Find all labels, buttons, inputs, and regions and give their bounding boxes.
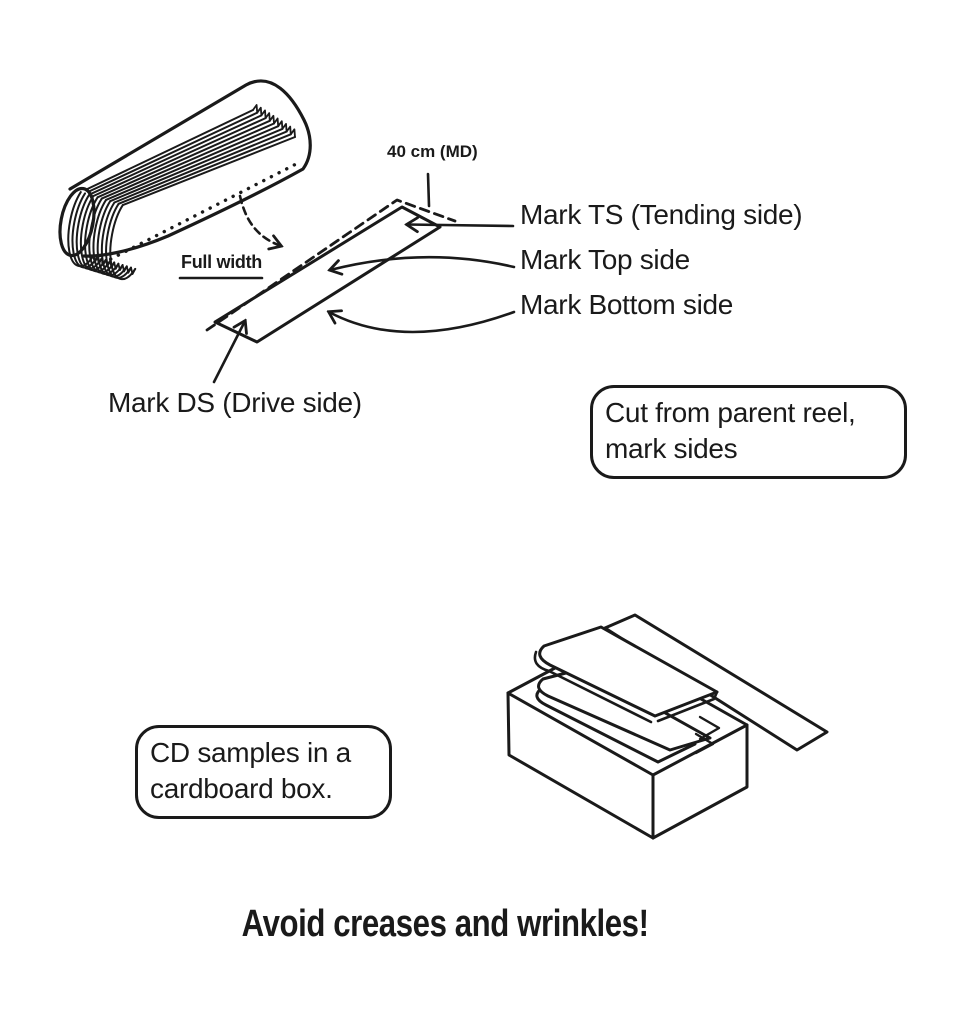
dimension-pointer-line <box>426 172 431 208</box>
full-width-label: Full width <box>181 252 262 272</box>
cut-callout-line1: Cut from parent reel, <box>605 397 856 428</box>
sheet-1-right-under-edge <box>656 690 719 723</box>
cd-callout-line1: CD samples in a <box>150 737 351 768</box>
mark-tending-side-label: Mark TS (Tending side) <box>520 199 803 230</box>
box-right-face <box>651 723 749 840</box>
mark-drive-side-label: Mark DS (Drive side) <box>108 387 362 418</box>
dimension-label: 40 cm (MD) <box>387 142 478 161</box>
leader-lines <box>178 172 516 384</box>
cut-from-reel-callout: Cut from parent reel, mark sides <box>590 385 907 479</box>
tending-side-arrow <box>407 225 515 227</box>
cd-callout-line2: cardboard box. <box>150 773 333 804</box>
drive-side-arrow <box>212 321 245 384</box>
cut-callout-line2: mark sides <box>605 433 738 464</box>
bottom-side-arrow <box>329 312 516 334</box>
mark-top-side-label: Mark Top side <box>520 244 690 275</box>
reel-cut-dotted-line <box>101 160 302 265</box>
reel-serration-top <box>252 104 296 138</box>
sheet-1-under-edge <box>533 650 653 724</box>
box-lid-flap <box>603 613 829 752</box>
parent-reel-illustration <box>58 79 312 281</box>
caption-row: Avoid creases and wrinkles! <box>0 903 890 946</box>
cardboard-box-illustration <box>506 613 829 840</box>
reel-to-strip-dashed-arrow <box>238 194 281 246</box>
caption-text: Avoid creases and wrinkles! <box>241 903 649 945</box>
folded-sheet-1 <box>538 625 719 718</box>
top-side-arrow <box>330 255 516 270</box>
reel-layer-lines <box>79 109 296 207</box>
cd-samples-callout: CD samples in a cardboard box. <box>135 725 392 819</box>
strip-outline <box>213 205 442 344</box>
mark-bottom-side-label: Mark Bottom side <box>520 289 734 320</box>
strip-cut-dashed-line <box>205 198 457 332</box>
reel-layer-crescents <box>67 191 137 281</box>
sheet-edge-chevrons <box>694 715 721 755</box>
